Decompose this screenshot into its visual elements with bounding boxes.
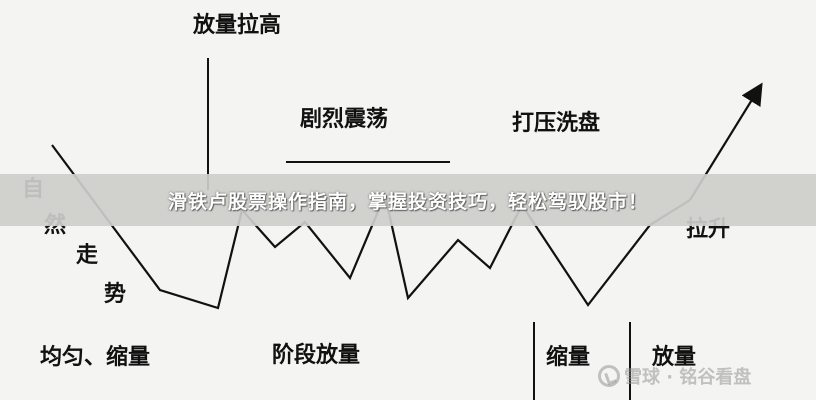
watermark: 雪球 · 铭谷看盘 xyxy=(598,362,751,390)
label-even-shrink: 均匀、缩量 xyxy=(40,344,151,370)
label-volatile-swing: 剧烈震荡 xyxy=(300,106,389,132)
label-natural-4: 势 xyxy=(104,281,127,307)
label-shrink: 缩量 xyxy=(546,344,591,370)
banner-title: 滑铁卢股票操作指南，掌握投资技巧，轻松驾驭股市！ xyxy=(167,190,648,213)
label-volume-pump: 放量拉高 xyxy=(193,12,282,38)
title-banner: 滑铁卢股票操作指南，掌握投资技巧，轻松驾驭股市！ xyxy=(0,174,816,226)
watermark-text: 雪球 · 铭谷看盘 xyxy=(624,367,752,388)
label-stage-volume: 阶段放量 xyxy=(272,342,361,368)
label-natural-3: 走 xyxy=(76,242,99,268)
label-volume: 放量 xyxy=(652,344,697,370)
label-shakeout: 打压洗盘 xyxy=(512,110,601,136)
price-path xyxy=(51,144,691,310)
snowball-logo-icon xyxy=(598,365,620,387)
